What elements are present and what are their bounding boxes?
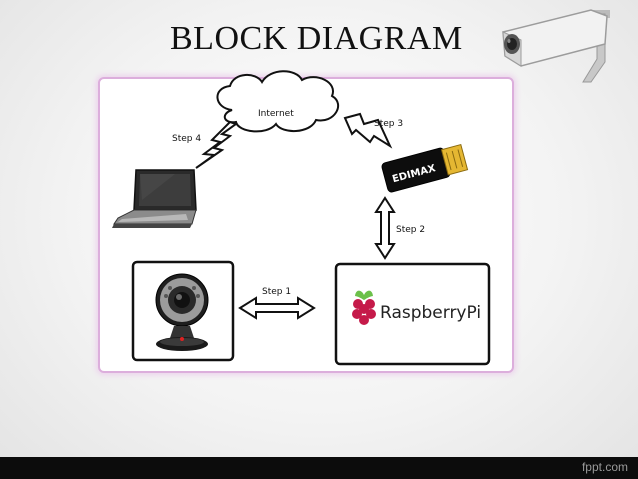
footer-brand: fppt.com — [581, 460, 628, 474]
slide-title: BLOCK DIAGRAM — [170, 20, 463, 57]
laptop-icon — [112, 169, 197, 228]
wifi-dongle-icon: EDIMAX — [381, 143, 469, 193]
raspberry-pi-box — [334, 262, 491, 366]
step1-label: Step 1 — [262, 287, 291, 297]
step2-double-arrow-icon — [374, 196, 396, 260]
internet-label: Internet — [258, 109, 294, 119]
internet-cloud-icon — [216, 70, 339, 133]
raspberry-pi-logo-icon — [352, 290, 376, 325]
step2-label: Step 2 — [396, 225, 425, 235]
webcam-box — [131, 260, 235, 362]
step4-lightning-icon — [195, 120, 239, 169]
step4-label: Step 4 — [172, 134, 201, 144]
step3-label: Step 3 — [374, 119, 403, 129]
raspberry-pi-label: RaspberryPi — [380, 303, 481, 323]
security-camera-icon — [502, 9, 610, 83]
webcam-icon — [155, 273, 209, 351]
step1-double-arrow-icon — [238, 296, 316, 320]
footer-bar: fppt.com — [0, 457, 638, 479]
step3-lightning-icon — [343, 112, 393, 149]
